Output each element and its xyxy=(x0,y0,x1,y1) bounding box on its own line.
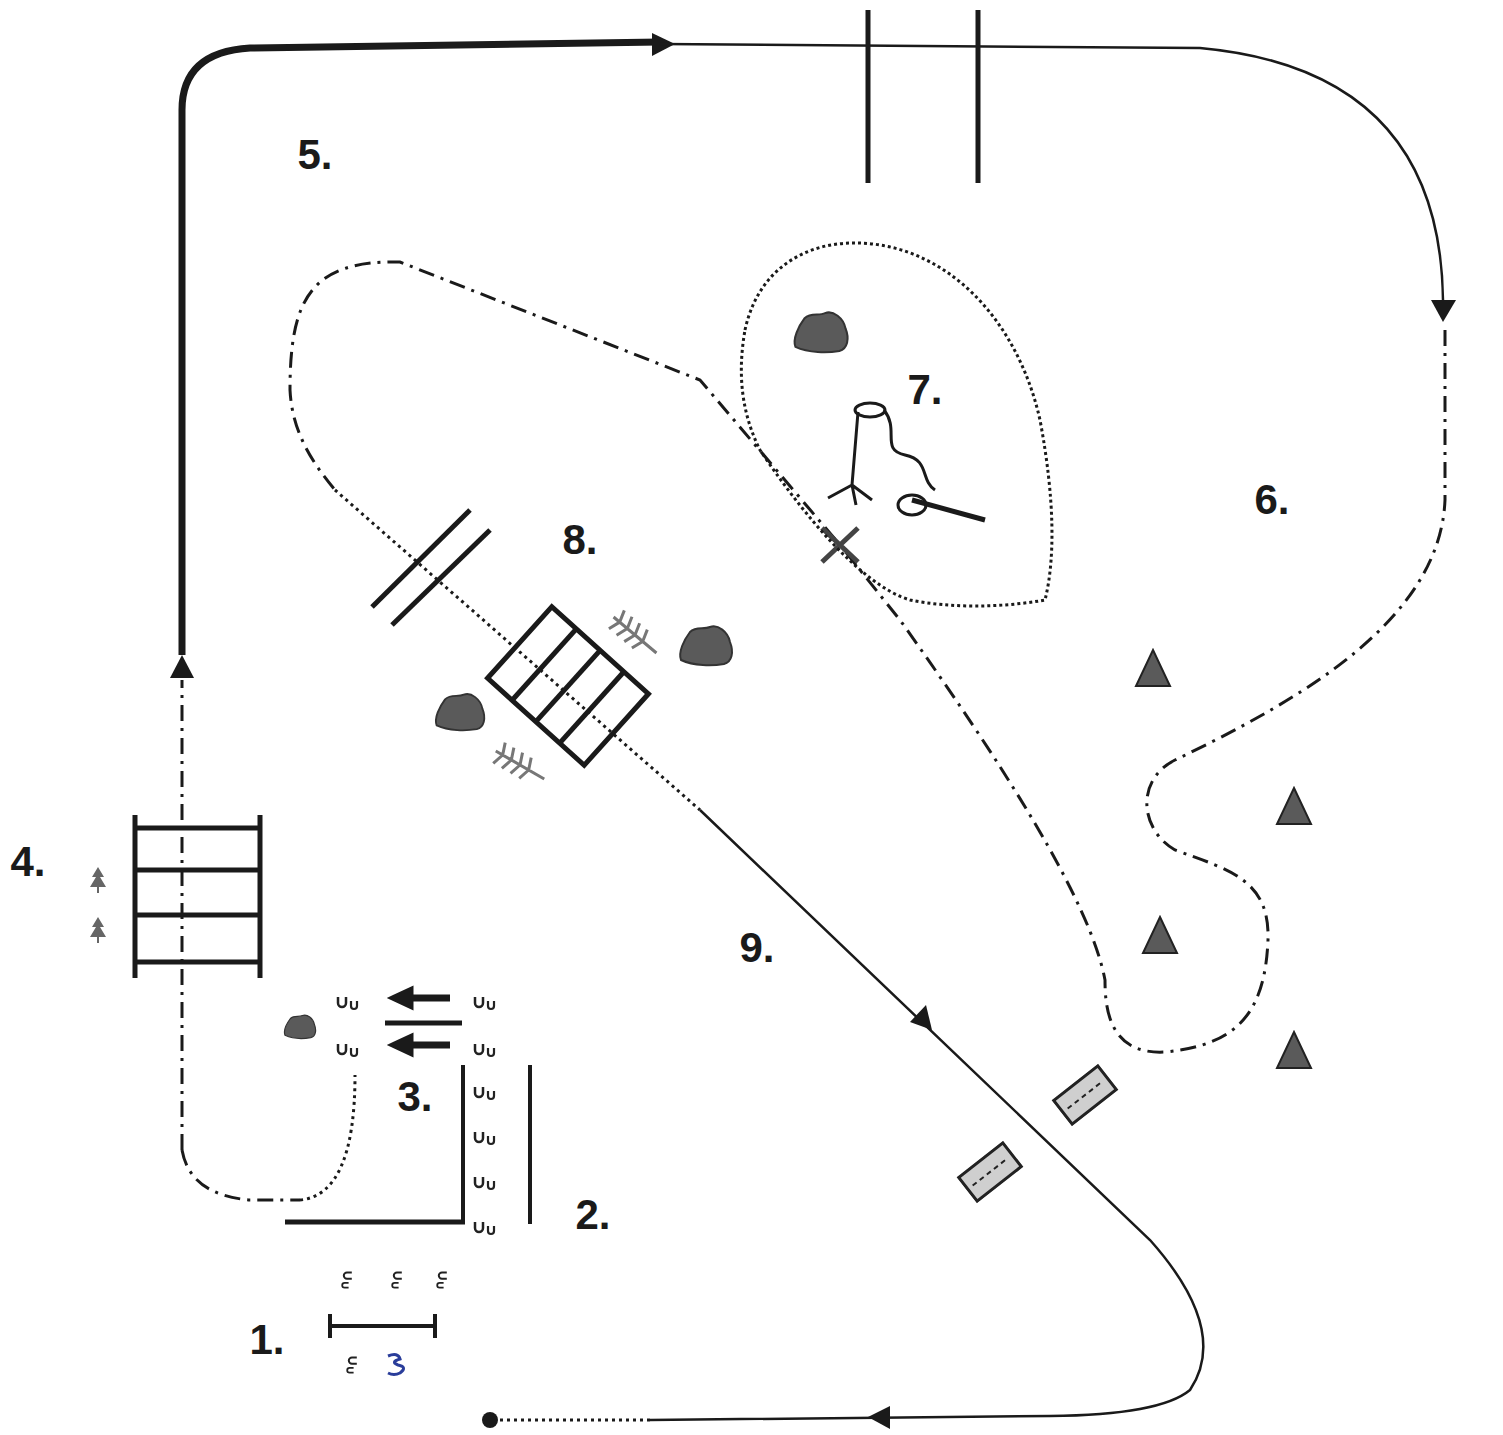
callout-number: 2. xyxy=(575,1194,610,1236)
callout-number: 1. xyxy=(249,1319,284,1361)
callout-number: 5. xyxy=(297,134,332,176)
callout-number: 4. xyxy=(10,841,45,883)
callout-number: 8. xyxy=(562,519,597,561)
callout-number: 9. xyxy=(739,927,774,969)
callout-number: 6. xyxy=(1254,479,1289,521)
callout-number: 3. xyxy=(397,1076,432,1118)
callout-number: 7. xyxy=(907,369,942,411)
